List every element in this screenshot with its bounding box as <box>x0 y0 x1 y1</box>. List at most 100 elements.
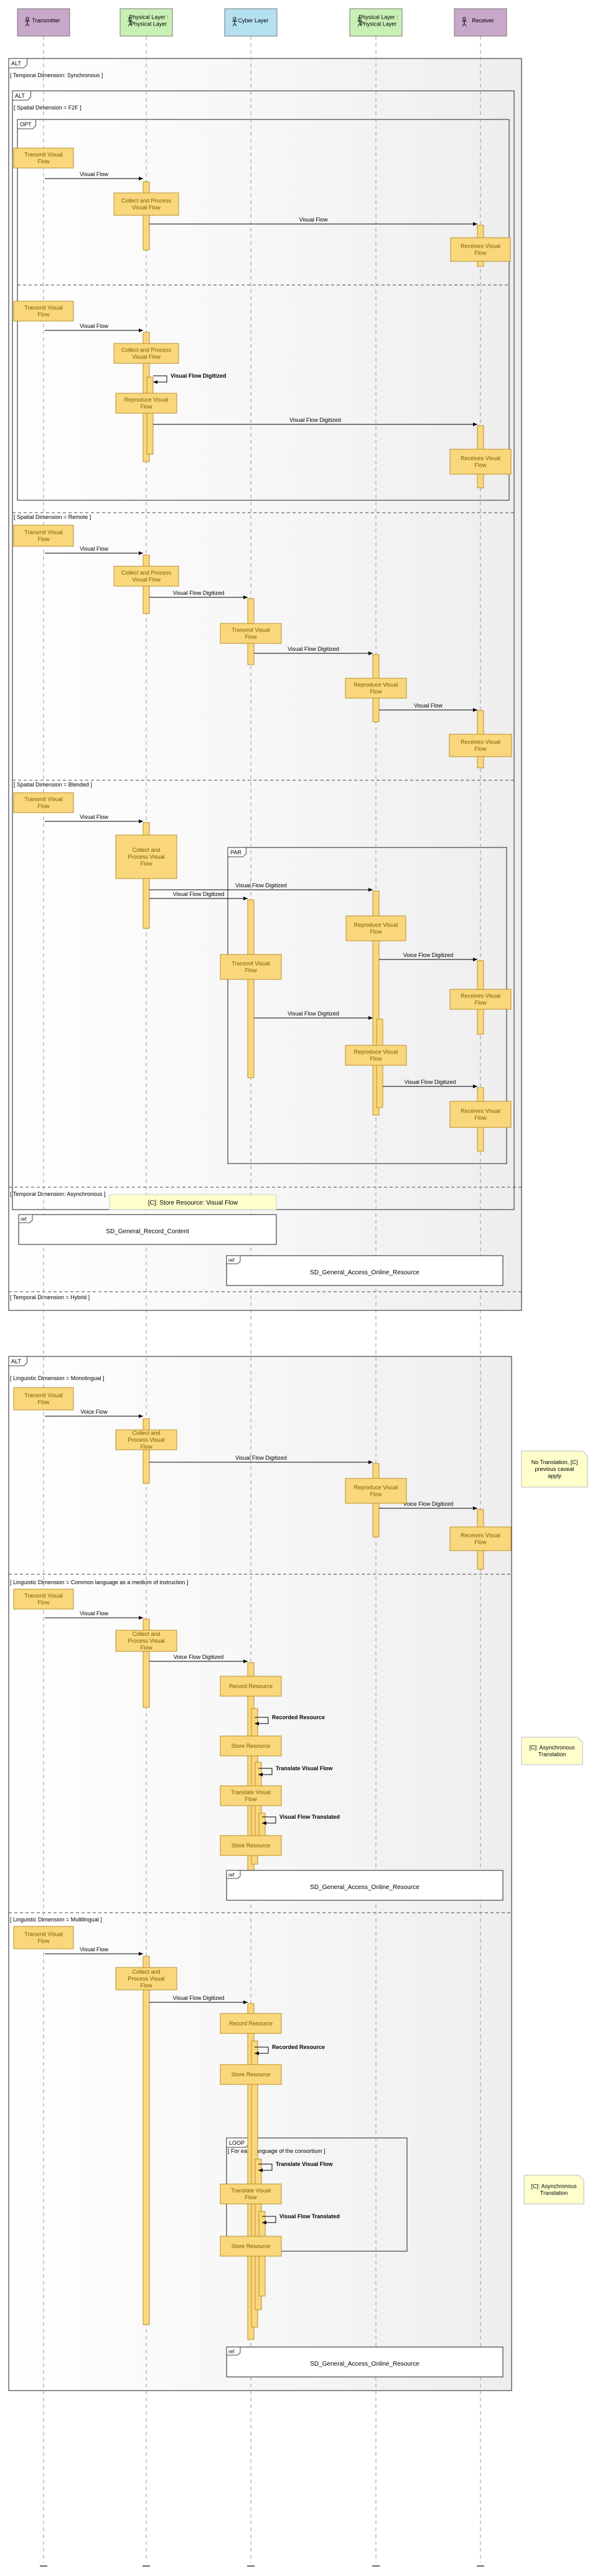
frame-guard: [ Linguistic Dimension = Monolingual ] <box>10 1375 104 1381</box>
activity-label: Transmit Visual <box>24 530 63 536</box>
activity-label: Receives Visual <box>461 739 500 745</box>
activity-label: Receives Visual <box>461 455 500 462</box>
message-label: Visual Flow Digitized <box>288 1010 339 1017</box>
activity-box <box>115 393 177 414</box>
activity-box <box>13 1926 74 1949</box>
actor-icon <box>128 17 133 27</box>
activation-bar <box>372 890 380 1116</box>
activity-label: Store Resource <box>232 1743 271 1749</box>
ref-label: SD_General_Access_Online_Resource <box>310 2361 419 2368</box>
note-box <box>521 1737 583 1765</box>
activity-label: Flow <box>140 861 152 867</box>
message-label: Voice Flow Digitized <box>403 952 454 958</box>
message-label: Visual Flow Digitized <box>173 1995 225 2001</box>
activity-label: Store Resource <box>232 2071 271 2078</box>
activity-label: Receives Visual <box>461 993 500 999</box>
activity-label: Translate Visual <box>231 2188 271 2194</box>
activity-label: Transmit Visual <box>232 961 270 967</box>
activity-label: Reproduce Visual <box>124 397 169 403</box>
note-text: [C]: Asynchronous <box>531 2183 577 2190</box>
frame-tag <box>8 58 27 68</box>
note-text: apply <box>548 1473 561 1479</box>
activity-box <box>113 192 179 216</box>
activity-label: Transmit Visual <box>24 796 63 803</box>
message-label: Visual Flow Digitized <box>173 891 225 897</box>
activity-label: Collect and Process <box>121 347 172 353</box>
message-label: Visual Flow <box>299 217 328 223</box>
activity-label: Reproduce Visual <box>354 1049 398 1055</box>
activation-bar <box>143 181 150 251</box>
activation-bar <box>143 1618 150 1708</box>
actor-icon <box>25 20 30 27</box>
activity-label: Visual Flow <box>132 354 161 360</box>
frame-keyword: ALT <box>11 60 21 67</box>
activity-label: Transmit Visual <box>24 1393 63 1399</box>
note-text: [C]: Asynchronous <box>529 1745 575 1751</box>
activity-label: Record Resource <box>229 2020 273 2027</box>
message-label: Visual Flow Digitized <box>235 1455 287 1461</box>
activity-label: Store Resource <box>232 2243 271 2249</box>
participant-label: Transmitter <box>32 17 60 24</box>
activity-label: Transmit Visual <box>24 305 63 311</box>
activity-box <box>450 237 511 262</box>
self-message-label: Visual Flow Translated <box>279 1814 340 1820</box>
frame-keyword: OPT <box>20 121 32 128</box>
activity-label: Flow <box>37 536 50 543</box>
activity-label: Process Visual <box>128 1437 164 1443</box>
activity-label: Reproduce Visual <box>354 1485 398 1491</box>
participant-label: Cyber Layer <box>238 17 268 24</box>
activity-label: Flow <box>474 1115 487 1121</box>
message-label: Visual Flow Digitized <box>405 1079 456 1085</box>
actor-icon <box>357 20 362 27</box>
message-label: Visual Flow <box>80 171 108 177</box>
activity-box <box>113 566 179 587</box>
activity-label: Flow <box>370 1491 382 1498</box>
activity-label: Flow <box>37 1938 50 1944</box>
activity-label: Flow <box>474 746 487 752</box>
ref-frame <box>18 1214 277 1245</box>
ref-label: SD_General_Record_Content <box>106 1228 189 1235</box>
frame-alt-spatial <box>12 90 515 1210</box>
activity-label: Collect and <box>132 1430 160 1436</box>
activity-box <box>220 1835 282 1856</box>
activity-box <box>345 678 407 699</box>
frame-keyword: LOOP <box>229 2140 245 2146</box>
frame-tag <box>227 847 246 857</box>
activation-bar <box>247 899 255 1078</box>
note-box <box>523 2175 584 2205</box>
activity-label: Collect and <box>132 1969 160 1975</box>
message-label: Voice Flow Digitized <box>403 1501 454 1507</box>
activity-box <box>113 343 179 364</box>
async-store-label: [C]: Store Resource: Visual Flow <box>148 1200 238 1206</box>
frame-guard: [ Linguistic Dimension = Common language… <box>10 1579 188 1585</box>
participant-box <box>454 8 507 37</box>
activity-label: Visual Flow <box>132 205 161 211</box>
activity-box <box>449 1101 512 1128</box>
activity-box <box>220 954 282 980</box>
frame-guard: [ Spatial Dimension = Blended ] <box>14 782 92 788</box>
activity-label: Transmit Visual <box>24 152 63 158</box>
ref-keyword: ref <box>21 1216 27 1222</box>
actor-icon <box>232 17 237 27</box>
actor-icon <box>462 17 467 27</box>
activity-box <box>449 449 512 475</box>
message-label: Visual Flow Digitized <box>288 646 339 652</box>
activation-bar <box>143 1418 150 1484</box>
message-label: Visual Flow <box>80 1946 108 1953</box>
activity-label: Receives Visual <box>461 243 500 250</box>
activity-box <box>13 1387 74 1411</box>
frame-guard: [ Temporal Dimension = Hybrid ] <box>10 1294 90 1300</box>
activity-box <box>449 989 512 1010</box>
frame-guard: [ Temporal Dimension: Asynchronous ] <box>10 1191 105 1197</box>
ref-frame <box>226 1870 504 1901</box>
activity-label: Flow <box>140 404 152 410</box>
note-text: Translation <box>540 2190 568 2196</box>
activity-label: Flow <box>140 1982 152 1989</box>
activity-box <box>115 1630 177 1652</box>
activity-label: Flow <box>370 689 382 695</box>
frame-tag <box>12 90 31 101</box>
activity-label: Flow <box>37 803 50 810</box>
ref-tag <box>18 1214 33 1223</box>
